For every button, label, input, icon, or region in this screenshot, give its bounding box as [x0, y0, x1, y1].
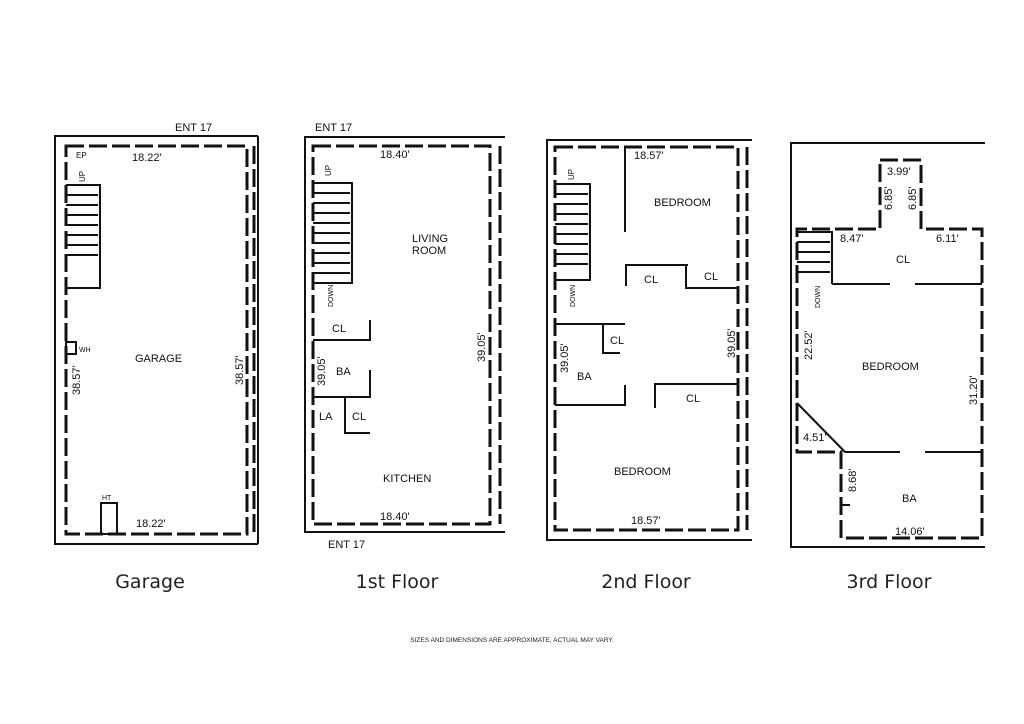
dimension-label: 6.85'	[907, 186, 919, 210]
third-floor-plan: 3.99' 6.85' 6.85' 8.47' 6.11' CL DOWN 22…	[790, 142, 985, 593]
ep-label: EP	[76, 151, 87, 160]
dimension-label: 38.57'	[71, 365, 83, 395]
dimension-label: 3.99'	[887, 166, 911, 178]
room-label-closet: CL	[332, 323, 346, 335]
room-label-closet: CL	[610, 335, 624, 347]
garage-plan: ENT 17 18.22' 18.22' GARAGE 38.57' 38.57…	[54, 122, 259, 593]
stairs-down-label: DOWN	[570, 285, 577, 307]
room-label-closet: CL	[686, 393, 700, 405]
dimension-label: 39.05'	[559, 343, 571, 373]
dimension-label: 8.68'	[847, 468, 859, 492]
room-label-closet: CL	[352, 411, 366, 423]
caption-second-floor: 2nd Floor	[601, 571, 691, 593]
room-label-laundry: LA	[319, 411, 333, 423]
entrance-label: ENT 17	[175, 122, 212, 134]
dimension-label: 18.22'	[136, 518, 166, 530]
room-label-kitchen: KITCHEN	[383, 473, 431, 485]
garage-outer-wall	[54, 135, 258, 545]
room-label-bath: BA	[336, 366, 351, 378]
garage-inner-wall	[64, 144, 249, 536]
dimension-label: 6.85'	[883, 186, 895, 210]
caption-third-floor: 3rd Floor	[847, 571, 932, 593]
dimension-label: 39.05'	[726, 328, 738, 358]
stairs-up-label: UP	[567, 169, 576, 180]
second-floor-plan: 18.57' 18.57' BEDROOM BEDROOM CL CL CL C…	[546, 139, 752, 593]
dimension-label: 18.40'	[380, 511, 410, 523]
stairs-up-label: UP	[324, 165, 333, 176]
room-label-bath: BA	[577, 371, 592, 383]
room-label-living: ROOM	[412, 245, 446, 257]
dimension-label: 38.57'	[234, 355, 246, 385]
room-label-bath: BA	[902, 493, 917, 505]
room-label-closet: CL	[896, 254, 910, 266]
entrance-label: ENT 17	[328, 539, 365, 551]
dimension-label: 22.52'	[803, 330, 815, 360]
dimension-label: 39.05'	[316, 356, 328, 386]
first-floor-stairs	[313, 182, 353, 284]
room-label-closet: CL	[704, 271, 718, 283]
dimension-label: 31.20'	[968, 375, 980, 405]
dimension-label: 18.57'	[631, 515, 661, 527]
room-label-garage: GARAGE	[135, 353, 182, 365]
heater	[100, 502, 118, 535]
room-label-bedroom: BEDROOM	[862, 361, 919, 373]
ht-label: HT	[102, 495, 112, 502]
stairs-up-label: UP	[78, 171, 87, 182]
room-label-closet: CL	[644, 274, 658, 286]
room-label-bedroom: BEDROOM	[614, 466, 671, 478]
stairs-down-label: DOWN	[815, 286, 822, 308]
wh-label: WH	[79, 347, 91, 354]
second-floor-stairs	[555, 183, 591, 281]
dimension-label: 39.05'	[476, 332, 488, 362]
dimension-label: 18.40'	[380, 149, 410, 161]
water-heater	[65, 341, 77, 355]
dimension-label: 6.11'	[936, 233, 959, 245]
caption-first-floor: 1st Floor	[356, 571, 439, 593]
room-label-bedroom: BEDROOM	[654, 197, 711, 209]
dimension-label: 18.22'	[132, 152, 162, 164]
dimension-label: 8.47'	[840, 233, 864, 245]
third-floor-stairs	[797, 231, 833, 284]
dimension-label: 4.51'	[803, 432, 827, 444]
stairs-down-label: DOWN	[328, 285, 335, 307]
entrance-label: ENT 17	[315, 122, 352, 134]
disclaimer: SIZES AND DIMENSIONS ARE APPROXIMATE, AC…	[410, 637, 614, 644]
room-label-living: LIVING	[412, 233, 448, 245]
garage-stairs	[66, 184, 101, 289]
caption-garage: Garage	[115, 571, 185, 593]
first-floor-plan: ENT 17 ENT 17 18.40' 18.40' LIVING ROOM …	[304, 122, 505, 593]
dimension-label: 18.57'	[634, 150, 664, 162]
dimension-label: 14.06'	[895, 526, 925, 538]
